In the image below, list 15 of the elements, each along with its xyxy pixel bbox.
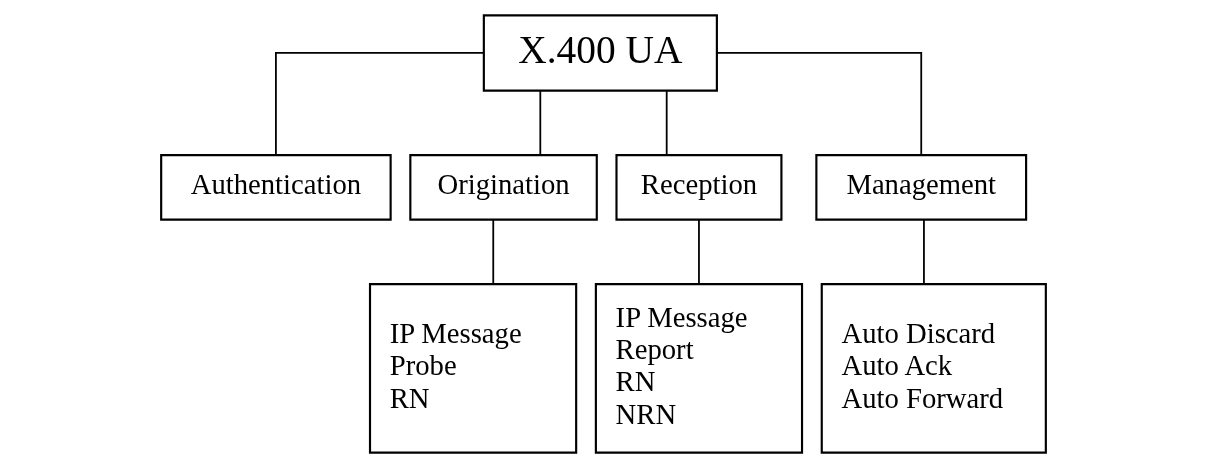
node-box: Management xyxy=(815,154,1028,221)
node-box: X.400 UA xyxy=(482,14,718,92)
connector xyxy=(716,52,923,156)
node-box: IP Message Report RN NRN xyxy=(594,283,804,454)
node-box: Reception xyxy=(615,154,783,221)
connector xyxy=(275,52,485,156)
connector xyxy=(698,218,700,285)
node-box: Authentication xyxy=(160,154,392,221)
connector xyxy=(492,218,495,285)
node-box: IP Message Probe RN xyxy=(368,283,578,454)
node-box: Auto Discard Auto Ack Auto Forward xyxy=(820,283,1047,454)
node-box: Origination xyxy=(409,154,598,221)
connector xyxy=(539,90,542,156)
connector xyxy=(665,90,668,156)
connector xyxy=(923,218,925,285)
